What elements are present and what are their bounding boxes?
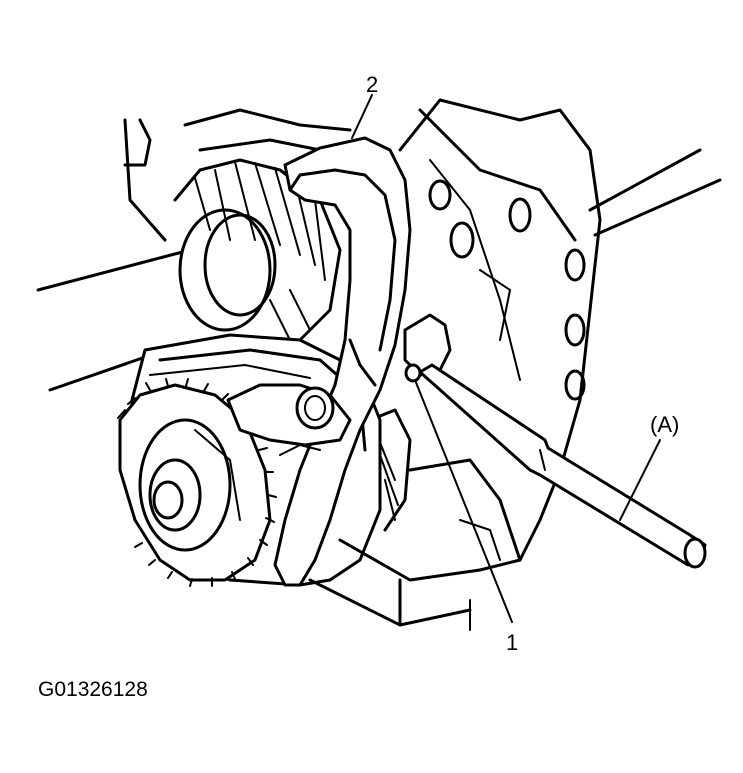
synchro-gear-ring: [117, 378, 277, 587]
support-block: [308, 538, 482, 631]
case-left-detail: [123, 108, 352, 242]
roll-pin: [403, 313, 452, 383]
figure-code: G01326128: [38, 678, 148, 701]
leader-lines: [351, 94, 661, 623]
transmission-case: [398, 98, 722, 572]
callout-2: 2: [366, 72, 378, 97]
pin-punch-tool: [418, 363, 707, 569]
callout-1: 1: [506, 630, 518, 655]
callout-a: (A): [650, 412, 679, 437]
shift-fork: [226, 136, 412, 587]
